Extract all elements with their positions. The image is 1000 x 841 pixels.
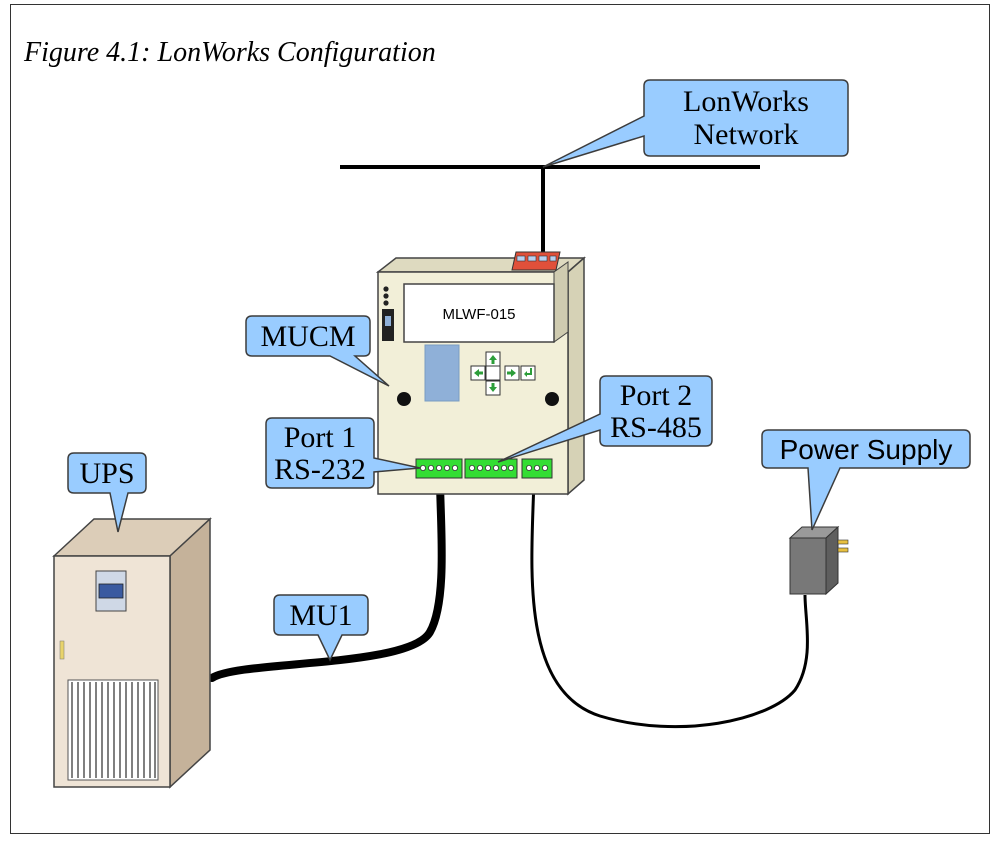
port1-label-line2: RS-232: [274, 453, 366, 486]
port1-label-line1: Port 1: [284, 421, 357, 454]
callout-mucm: MUCM: [245, 315, 390, 387]
callout-port2: Port 2 RS-485: [497, 375, 713, 463]
mu1-label: MU1: [289, 599, 352, 632]
ups-door-handle: [59, 640, 65, 660]
mu1-cable: [208, 474, 446, 682]
power-terminal: [521, 458, 553, 479]
mounting-hole-right: [545, 392, 559, 406]
callout-lonworks-network: LonWorks Network: [542, 79, 849, 168]
navigation-keypad-icon: [470, 351, 536, 396]
mucm-device: MLWF-015: [375, 251, 586, 496]
power-cable: [530, 477, 809, 729]
plug-prong-icon: [837, 539, 849, 545]
port2-label-line2: RS-485: [610, 411, 702, 444]
device-display: [403, 283, 555, 343]
ups-label: UPS: [79, 457, 134, 490]
figure-caption: Figure 4.1: LonWorks Configuration: [24, 37, 436, 68]
mounting-hole-left: [397, 392, 411, 406]
network-label-line1: LonWorks: [683, 85, 809, 118]
ups-cabinet: [52, 517, 212, 789]
callout-power-supply: Power Supply: [761, 429, 971, 531]
power-supply-unit: [788, 525, 849, 596]
lonworks-network-bus: [340, 165, 760, 258]
port2-terminal: [464, 458, 518, 479]
port2-label-line1: Port 2: [620, 379, 693, 412]
network-label-line2: Network: [694, 118, 799, 151]
callout-port1: Port 1 RS-232: [265, 417, 421, 489]
callout-ups: UPS: [67, 452, 147, 533]
device-display-text: MLWF-015: [442, 306, 515, 323]
callout-mu1: MU1: [273, 594, 369, 662]
ups-vent-grille: [67, 679, 159, 781]
power-supply-label: Power Supply: [780, 434, 953, 465]
mucm-label: MUCM: [260, 320, 355, 353]
port1-terminal: [415, 458, 463, 479]
lonworks-connector: [511, 251, 561, 271]
